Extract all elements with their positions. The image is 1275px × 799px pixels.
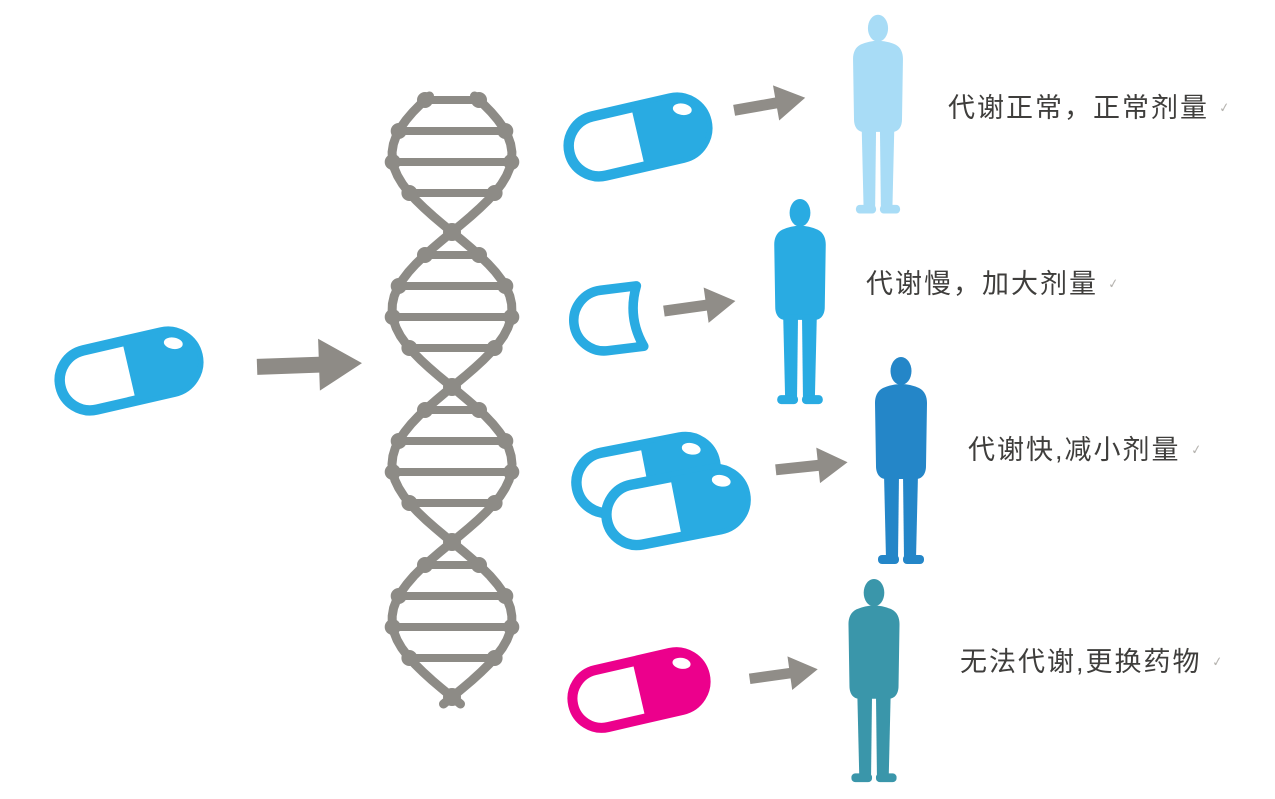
person-fast-metabolizer-icon bbox=[850, 356, 952, 572]
label-normal-metabolism: 代谢正常，正常剂量 ✓ bbox=[948, 86, 1231, 125]
drug-capsule-icon bbox=[46, 316, 212, 426]
half-capsule-icon bbox=[558, 276, 659, 365]
arrow-right-icon bbox=[729, 76, 811, 133]
capsule-alternative-drug-icon bbox=[559, 637, 718, 744]
stray-tick-mark: ✓ bbox=[1106, 275, 1120, 292]
arrow-right-icon bbox=[772, 440, 852, 492]
label-text: 代谢正常，正常剂量 bbox=[948, 93, 1209, 123]
label-fast-metabolism: 代谢快,减小剂量 ✓ bbox=[968, 428, 1203, 467]
arrow-right-icon bbox=[745, 647, 822, 701]
stray-tick-mark: ✓ bbox=[1189, 441, 1203, 458]
arrow-right-icon bbox=[247, 331, 373, 399]
label-slow-metabolism: 代谢慢，加大剂量 ✓ bbox=[866, 262, 1120, 301]
arrow-right-icon bbox=[659, 279, 740, 333]
stray-tick-mark: ✓ bbox=[1217, 99, 1231, 116]
label-text: 代谢慢，加大剂量 bbox=[866, 269, 1098, 299]
capsule-normal-dose-icon bbox=[555, 82, 721, 192]
label-text: 无法代谢,更换药物 bbox=[960, 647, 1202, 677]
stray-tick-mark: ✓ bbox=[1210, 653, 1224, 670]
label-text: 代谢快,减小剂量 bbox=[968, 435, 1181, 465]
label-unable-metabolism: 无法代谢,更换药物 ✓ bbox=[960, 640, 1224, 679]
person-non-metabolizer-icon bbox=[824, 578, 924, 790]
person-normal-metabolizer-icon bbox=[830, 13, 926, 222]
dna-helix-icon bbox=[384, 91, 520, 709]
person-slow-metabolizer-icon bbox=[750, 198, 850, 412]
